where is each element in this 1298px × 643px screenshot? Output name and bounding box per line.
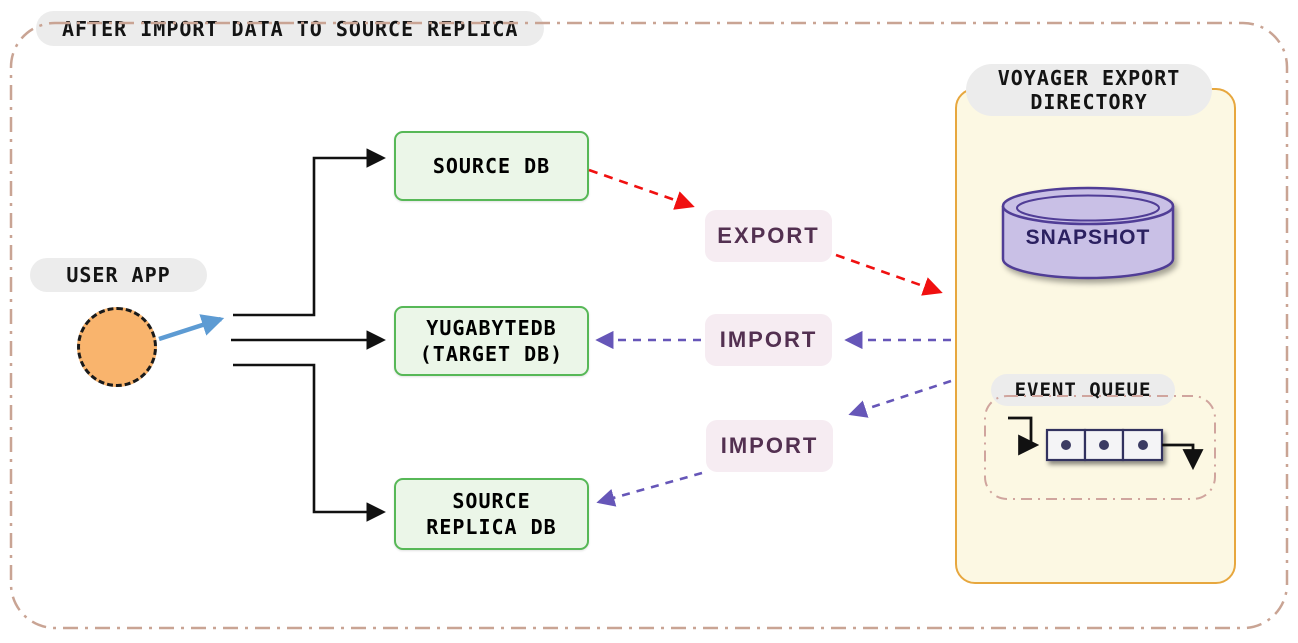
import-replica-tag-text: IMPORT (720, 433, 819, 458)
source-replica-db-box: SOURCE REPLICA DB (394, 478, 589, 550)
branch-to-replica-db-line (233, 363, 386, 522)
import-target-tag: IMPORT (705, 314, 832, 366)
target-db-box: YUGABYTEDB (TARGET DB) (394, 306, 589, 376)
export-tag-text: EXPORT (717, 223, 820, 248)
diagram-title-text: AFTER IMPORT DATA TO SOURCE REPLICA (62, 16, 519, 41)
user-app-label-text: USER APP (66, 263, 171, 287)
voyager-panel-title-line1: VOYAGER EXPORT (997, 66, 1181, 90)
source-replica-db-label: SOURCE (452, 489, 531, 513)
export-to-voyager-arrow (835, 253, 943, 296)
diagram-title: AFTER IMPORT DATA TO SOURCE REPLICA (36, 11, 545, 46)
voyager-panel-title-line2: DIRECTORY (1030, 90, 1148, 114)
source-replica-db-sublabel: REPLICA DB (426, 515, 557, 539)
voyager-to-import-replica-arrow (848, 379, 952, 418)
voyager-export-directory-panel (955, 88, 1236, 584)
export-tag: EXPORT (705, 210, 832, 262)
user-app-arrow (158, 314, 225, 342)
import-replica-tag: IMPORT (706, 420, 833, 472)
event-queue-label: EVENT QUEUE (991, 374, 1175, 406)
voyager-panel-title: VOYAGER EXPORT DIRECTORY (966, 64, 1212, 116)
target-db-label: YUGABYTEDB (426, 316, 557, 340)
snapshot-label: SNAPSHOT (1025, 226, 1151, 249)
event-queue-label-text: EVENT QUEUE (1014, 379, 1152, 401)
source-db-to-export-arrow (588, 168, 695, 210)
import-to-replica-db-arrow (596, 471, 703, 507)
branch-to-source-db-line (233, 148, 386, 317)
user-app-label: USER APP (30, 258, 207, 292)
target-db-sublabel: (TARGET DB) (419, 342, 564, 366)
person-circle-icon (77, 307, 157, 387)
import-target-tag-text: IMPORT (719, 327, 818, 352)
source-db-label: SOURCE DB (432, 154, 551, 178)
source-db-box: SOURCE DB (394, 131, 589, 201)
